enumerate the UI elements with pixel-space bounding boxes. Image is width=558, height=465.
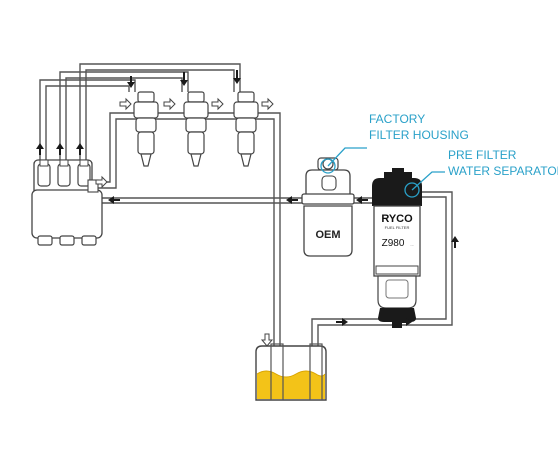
ryco-model-suffix: ...: [410, 242, 413, 247]
arrow-right-icon: [400, 318, 412, 326]
injector-3: [233, 91, 259, 167]
arrow-right-icon: [336, 318, 348, 326]
arrow-down-icon: [180, 72, 188, 86]
factory-filter-housing: [301, 157, 355, 205]
injection-pump: [31, 159, 103, 246]
factory-callout-line2: FILTER HOUSING: [369, 128, 469, 142]
ryco-water-separator: RYCO FUEL FILTER Z980 ...: [372, 168, 422, 328]
arrow-down-outline-icon: [260, 333, 274, 347]
ryco-brand: RYCO: [381, 213, 413, 225]
arrow-right-outline-icon: [261, 97, 274, 111]
return-lines: [39, 63, 241, 160]
flow-arrows: [36, 70, 459, 326]
callout-lines: [320, 147, 445, 198]
supply-lines: [100, 191, 453, 352]
arrow-up-icon: [451, 236, 459, 248]
arrow-right-outline-icon: [119, 97, 132, 111]
prefilter-callout-line2: WATER SEPARATOR: [448, 164, 558, 178]
ryco-subtitle: FUEL FILTER: [385, 225, 410, 230]
arrow-down-icon: [127, 76, 135, 88]
fuel-tank: [255, 343, 327, 401]
arrow-right-outline-icon: [163, 97, 176, 111]
arrow-left-icon: [356, 196, 368, 204]
prefilter-callout-line1: PRE FILTER: [448, 148, 517, 162]
injector-1: [133, 91, 159, 167]
fuel-level: [257, 371, 325, 399]
oem-label: OEM: [315, 229, 340, 241]
arrow-right-outline-icon: [95, 175, 108, 189]
arrow-left-icon: [286, 196, 298, 204]
arrow-up-icon: [76, 143, 84, 155]
arrow-up-icon: [56, 143, 64, 155]
arrow-down-icon: [233, 70, 241, 84]
arrow-left-icon: [108, 196, 120, 204]
factory-callout-line1: FACTORY: [369, 112, 425, 126]
rail-flow-arrows: [95, 97, 274, 347]
ryco-model: Z980: [382, 238, 405, 249]
injector-2: [183, 91, 209, 167]
oem-filter: OEM: [303, 205, 353, 257]
arrow-up-icon: [36, 143, 44, 155]
arrow-right-outline-icon: [211, 97, 224, 111]
